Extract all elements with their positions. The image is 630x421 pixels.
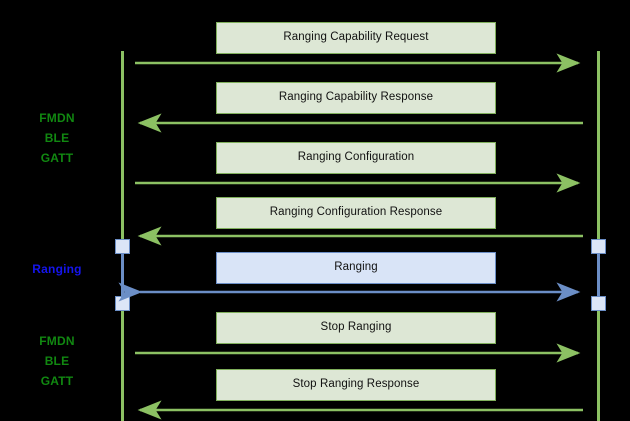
side-label-line: GATT xyxy=(40,151,74,165)
side-label-line: FMDN xyxy=(39,111,75,125)
side-label-ranging-phase: Ranging xyxy=(22,259,92,279)
right-activation-node-end xyxy=(591,296,606,311)
side-label-bottom-protocol: FMDN BLE GATT xyxy=(22,331,92,391)
left-activation-node-start xyxy=(115,239,130,254)
side-label-line: FMDN xyxy=(39,334,75,348)
message-label: Ranging Capability Request xyxy=(283,31,429,44)
left-activation-bar xyxy=(121,246,124,304)
message-label: Ranging Configuration xyxy=(297,151,415,164)
side-label-line: BLE xyxy=(44,354,70,368)
message-box-ranging: Ranging xyxy=(216,252,496,284)
right-activation-bar xyxy=(597,246,600,304)
side-label-line: GATT xyxy=(40,374,74,388)
message-label: Ranging xyxy=(334,261,378,274)
side-label-top-protocol: FMDN BLE GATT xyxy=(22,108,92,168)
message-box-stop-ranging-response: Stop Ranging Response xyxy=(216,369,496,401)
right-lifeline xyxy=(597,51,600,421)
message-box-ranging-capability-request: Ranging Capability Request xyxy=(216,22,496,54)
message-box-ranging-capability-response: Ranging Capability Response xyxy=(216,82,496,114)
message-box-stop-ranging: Stop Ranging xyxy=(216,312,496,344)
right-activation-node-start xyxy=(591,239,606,254)
message-box-ranging-configuration: Ranging Configuration xyxy=(216,142,496,174)
message-label: Stop Ranging Response xyxy=(292,378,420,391)
message-label: Ranging Configuration Response xyxy=(269,206,443,219)
side-label-line: BLE xyxy=(44,131,70,145)
left-lifeline xyxy=(121,51,124,421)
message-label: Ranging Capability Response xyxy=(278,91,434,104)
message-box-ranging-configuration-response: Ranging Configuration Response xyxy=(216,197,496,229)
side-label-line: Ranging xyxy=(32,262,82,276)
message-label: Stop Ranging xyxy=(320,321,392,334)
